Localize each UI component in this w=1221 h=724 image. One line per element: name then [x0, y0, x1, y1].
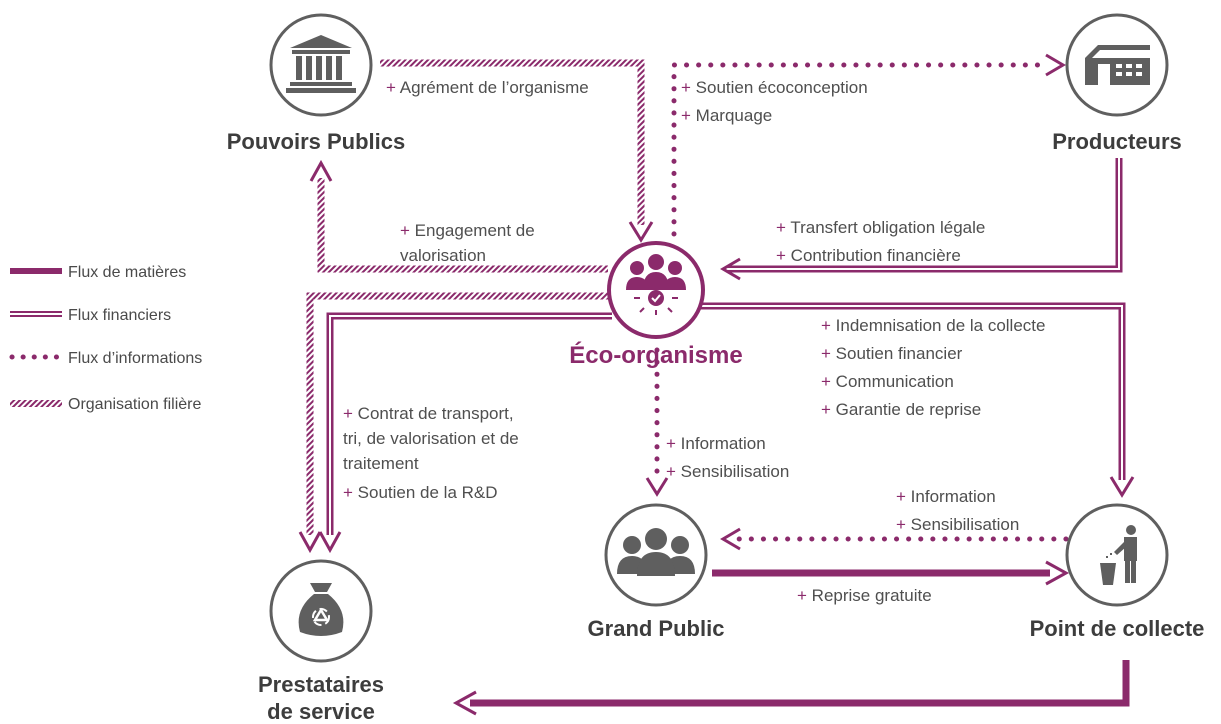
legend-item-financiers: Flux financiers	[10, 307, 171, 324]
legend-swatch-organisation	[10, 400, 62, 407]
label-contrat-line1: Contrat de transport,	[358, 404, 514, 423]
svg-text:+ Sensibilisation: + Sensibilisation	[896, 515, 1019, 534]
label-soutien-financier-text: Soutien financier	[836, 344, 963, 363]
flow-engagement-organisation	[309, 159, 608, 273]
label-agrement-text: Agrément de l’organisme	[400, 78, 589, 97]
label-sensibilisation-pc-text: Sensibilisation	[911, 515, 1020, 534]
label-transfert-text: Transfert obligation légale	[790, 218, 985, 237]
node-title-point-collecte: Point de collecte	[1030, 616, 1205, 641]
label-agrement: + Agrément de l’organisme	[386, 78, 589, 97]
flow-collecte-matieres	[452, 660, 1130, 716]
label-point-collecte-financier: + Indemnisation de la collecte + Soutien…	[821, 316, 1045, 419]
svg-text:+ Reprise gratuite: + Reprise gratuite	[797, 586, 932, 605]
legend-item-informations: Flux d’informations	[9, 350, 202, 367]
label-contrat-line3: traitement	[343, 454, 419, 473]
label-producteurs-financier: + Transfert obligation légale + Contribu…	[776, 218, 985, 265]
label-information-gp-text: Information	[681, 434, 766, 453]
flow-agrement-organisation	[380, 59, 654, 243]
svg-text:+ Information: + Information	[896, 487, 996, 506]
label-marquage-text: Marquage	[696, 106, 773, 125]
svg-text:+ Information: + Information	[666, 434, 766, 453]
label-producteurs-info: + Soutien écoconception + Marquage	[681, 78, 868, 125]
node-title-prestataires-line1: Prestataires	[258, 672, 384, 697]
svg-text:+ Transfert obligation légale: + Transfert obligation légale	[776, 218, 985, 237]
svg-text:+ Sensibilisation: + Sensibilisation	[666, 462, 789, 481]
flow-contribution-financiere	[720, 158, 1123, 281]
label-grand-public-info: + Information + Sensibilisation	[666, 434, 789, 481]
recycling-bag-icon	[298, 583, 344, 636]
legend-label-organisation: Organisation filière	[68, 396, 202, 413]
label-reprise-text: Reprise gratuite	[812, 586, 932, 605]
label-contribution-text: Contribution financière	[791, 246, 961, 265]
government-building-icon	[286, 35, 356, 93]
svg-text:+ Soutien écoconception: + Soutien écoconception	[681, 78, 868, 97]
legend-label-informations: Flux d’informations	[68, 350, 202, 367]
node-title-producteurs: Producteurs	[1052, 129, 1182, 154]
trash-disposal-icon	[1100, 525, 1137, 585]
node-point-collecte: Point de collecte	[1030, 503, 1205, 641]
label-contrat-line2: tri, de valorisation et de	[343, 429, 519, 448]
node-title-pouvoirs-publics: Pouvoirs Publics	[227, 129, 406, 154]
organization-people-icon	[626, 254, 686, 315]
label-garantie-text: Garantie de reprise	[836, 400, 982, 419]
svg-text:+ Garantie de reprise: + Garantie de reprise	[821, 400, 981, 419]
svg-text:+ Marquage: + Marquage	[681, 106, 772, 125]
label-communication-text: Communication	[836, 372, 954, 391]
label-point-collecte-info: + Information + Sensibilisation	[896, 487, 1019, 534]
label-engagement-line1: Engagement de	[415, 221, 535, 240]
node-title-grand-public: Grand Public	[588, 616, 725, 641]
flow-contrat-organisation	[298, 292, 610, 554]
label-information-pc-text: Information	[911, 487, 996, 506]
label-reprise: + Reprise gratuite	[797, 586, 932, 605]
legend-label-matieres: Flux de matières	[68, 264, 186, 281]
flow-contrat-financier	[318, 312, 612, 554]
label-engagement-line2: valorisation	[400, 246, 486, 265]
factory-icon	[1085, 45, 1150, 85]
flow-information-point-collecte	[720, 527, 1069, 551]
svg-text:+ Soutien financier: + Soutien financier	[821, 344, 963, 363]
svg-text:+ Contribution financière: + Contribution financière	[776, 246, 961, 265]
svg-text:+ Contrat de transport,: + Contrat de transport,	[343, 404, 514, 423]
legend-item-matieres: Flux de matières	[10, 264, 186, 281]
flow-reprise-matieres	[712, 560, 1070, 586]
svg-text:+ Soutien de la R&D: + Soutien de la R&D	[343, 483, 498, 502]
label-soutien-ecoconception-text: Soutien écoconception	[696, 78, 868, 97]
svg-text:+ Indemnisation de la collecte: + Indemnisation de la collecte	[821, 316, 1045, 335]
legend: Flux de matières Flux financiers Flux d’…	[9, 264, 202, 413]
svg-text:+ Engagement de: + Engagement de	[400, 221, 535, 240]
legend-label-financiers: Flux financiers	[68, 307, 171, 324]
legend-item-organisation: Organisation filière	[10, 396, 202, 413]
label-engagement: + Engagement de valorisation	[400, 221, 535, 265]
label-sensibilisation-gp-text: Sensibilisation	[681, 462, 790, 481]
people-group-icon	[617, 528, 695, 576]
node-eco-organisme: Éco-organisme	[569, 241, 743, 369]
node-title-prestataires-line2: de service	[267, 699, 375, 724]
flow-ecoconception-information	[671, 53, 1066, 237]
flow-indemnisation-financier	[700, 302, 1135, 498]
label-indemnisation-text: Indemnisation de la collecte	[836, 316, 1046, 335]
node-prestataires: Prestataires de service	[258, 559, 384, 724]
svg-text:+ Communication: + Communication	[821, 372, 954, 391]
label-soutien-rd-text: Soutien de la R&D	[358, 483, 498, 502]
node-pouvoirs-publics: Pouvoirs Publics	[227, 13, 406, 154]
node-producteurs: Producteurs	[1052, 13, 1182, 154]
svg-text:+ Agrément de l’organisme: + Agrément de l’organisme	[386, 78, 589, 97]
flow-information-grand-public	[645, 347, 669, 497]
node-title-eco-organisme: Éco-organisme	[569, 341, 742, 369]
node-grand-public: Grand Public	[588, 503, 725, 641]
label-contrat: + Contrat de transport, tri, de valorisa…	[343, 404, 519, 502]
